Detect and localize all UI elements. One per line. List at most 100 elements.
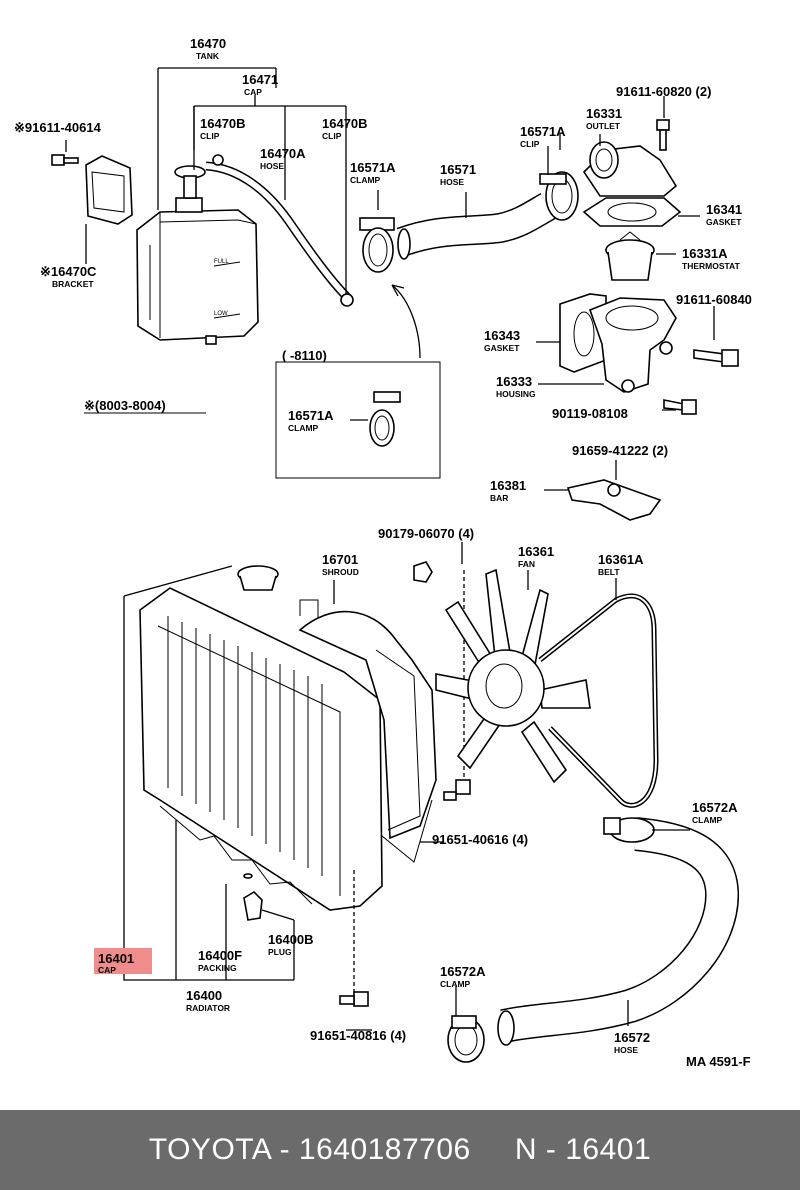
- label-packing-nm: PACKING: [198, 963, 237, 973]
- label-clip2-nm: CLIP: [322, 131, 342, 141]
- label-radiator-pn: 16400: [186, 988, 222, 1003]
- range-note: ( -8110): [282, 348, 327, 363]
- label-date-note: ※(8003-8004): [84, 398, 166, 413]
- upper-hose-clamp[interactable]: [359, 217, 395, 273]
- label-hose1-nm: HOSE: [260, 161, 284, 171]
- lower-hose[interactable]: [497, 817, 739, 1046]
- radiator[interactable]: [139, 587, 383, 911]
- label-bolt1-pn: ※91611-40614: [14, 120, 102, 135]
- label-packing-pn: 16400F: [198, 948, 242, 963]
- label-belt-pn: 16361A: [598, 552, 644, 567]
- inset-clamp[interactable]: [369, 391, 401, 447]
- label-bracket-pn: ※16470C: [40, 264, 97, 279]
- radiator-plug[interactable]: [243, 890, 263, 921]
- reserve-tank-cap[interactable]: [174, 165, 206, 199]
- label-gasket2-pn: 16343: [484, 328, 520, 343]
- label-bolt3-pn: 91611-60840: [676, 292, 752, 307]
- footer-bar: TOYOTA - 1640187706 N - 16401: [0, 1110, 800, 1190]
- label-clip1-nm: CLIP: [200, 131, 220, 141]
- label-fan-pn: 16361: [518, 544, 554, 559]
- highlight-box: [94, 948, 152, 974]
- lower-hose-clamp-upper[interactable]: [603, 817, 655, 843]
- fan-belt[interactable]: [538, 593, 659, 808]
- drawing-code: MA 4591-F: [686, 1054, 751, 1069]
- label-hose3-nm: HOSE: [614, 1045, 638, 1055]
- label-nut-pn: 90179-06070 (4): [378, 526, 474, 541]
- label-outlet-pn: 16331: [586, 106, 622, 121]
- radiator-shroud[interactable]: [298, 610, 437, 863]
- label-clamp1-pn: 16571A: [350, 160, 396, 175]
- label-clamp3-pn: 16572A: [692, 800, 738, 815]
- label-bolt2-pn: 91611-60820 (2): [616, 84, 711, 99]
- label-cap1-nm: CAP: [244, 87, 262, 97]
- label-plug-pn: 16400B: [268, 932, 314, 947]
- radiator-bolt[interactable]: [339, 991, 369, 1007]
- housing-bolt-upper[interactable]: [693, 349, 739, 367]
- thermostat-housing[interactable]: [588, 297, 677, 393]
- reserve-tank[interactable]: FULL LOW: [136, 197, 259, 345]
- label-bolt4-pn: 90119-08108: [552, 406, 628, 421]
- label-gasket2-nm: GASKET: [484, 343, 520, 353]
- label-clamp2-nm: CLAMP: [288, 423, 319, 433]
- inset-box: ( -8110): [275, 348, 441, 479]
- label-tank-pn: 16470: [190, 36, 226, 51]
- label-clip1-pn: 16470B: [200, 116, 246, 131]
- label-shroud-pn: 16701: [322, 552, 358, 567]
- label-fan-nm: FAN: [518, 559, 535, 569]
- radiator-cap[interactable]: [237, 565, 279, 591]
- label-outlet-nm: OUTLET: [586, 121, 621, 131]
- label-clamp2-pn: 16571A: [288, 408, 334, 423]
- label-shroud-nm: SHROUD: [322, 567, 359, 577]
- label-clamp4-pn: 16572A: [440, 964, 486, 979]
- label-housing-pn: 16333: [496, 374, 532, 389]
- outlet-clip[interactable]: [539, 171, 579, 221]
- label-cap1-pn: 16471: [242, 72, 278, 87]
- stay-bar[interactable]: [566, 479, 662, 521]
- label-hose2-pn: 16571: [440, 162, 476, 177]
- tank-bracket[interactable]: [85, 155, 133, 225]
- label-hose1-pn: 16470A: [260, 146, 306, 161]
- label-housing-nm: HOUSING: [496, 389, 536, 399]
- cooling-fan[interactable]: [435, 568, 591, 784]
- outlet-bolt[interactable]: [656, 119, 670, 151]
- label-hose2-nm: HOSE: [440, 177, 464, 187]
- label-cap2-nm: CAP: [98, 965, 116, 975]
- label-gasket1-pn: 16341: [706, 202, 742, 217]
- bracket-bolt[interactable]: [51, 154, 79, 166]
- label-gasket1-nm: GASKET: [706, 217, 742, 227]
- label-bolt6-pn: 91651-40616 (4): [432, 832, 528, 847]
- hose-clip-upper[interactable]: [212, 154, 224, 166]
- label-thermo-nm: THERMOSTAT: [682, 261, 741, 271]
- label-radiator-nm: RADIATOR: [186, 1003, 230, 1013]
- label-bracket-nm: BRACKET: [52, 279, 94, 289]
- label-tank-nm: TANK: [196, 51, 220, 61]
- parts-diagram: FULL LOW: [14, 36, 752, 1069]
- label-cap2-pn: 16401: [98, 951, 134, 966]
- label-clip2-pn: 16470B: [322, 116, 368, 131]
- hose-clip-lower[interactable]: [340, 293, 354, 307]
- footer-part-number: TOYOTA - 1640187706 N - 16401: [148, 1133, 652, 1166]
- shroud-nut[interactable]: [413, 561, 433, 583]
- label-bar-pn: 16381: [490, 478, 526, 493]
- label-bolt5-pn: 91659-41222 (2): [572, 443, 668, 458]
- packing[interactable]: [243, 873, 253, 879]
- outlet-gasket[interactable]: [582, 197, 682, 227]
- label-bar-nm: BAR: [490, 493, 508, 503]
- label-plug-nm: PLUG: [268, 947, 292, 957]
- tank-hose[interactable]: [205, 161, 352, 302]
- label-clamp3-nm: CLAMP: [692, 815, 723, 825]
- label-belt-nm: BELT: [598, 567, 620, 577]
- upper-hose[interactable]: [396, 192, 556, 260]
- tank-full-mark: FULL: [214, 259, 229, 265]
- thermostat[interactable]: [605, 231, 655, 281]
- label-clamp4-nm: CLAMP: [440, 979, 471, 989]
- label-clip3-pn: 16571A: [520, 124, 566, 139]
- label-hose3-pn: 16572: [614, 1030, 650, 1045]
- shroud-bolt[interactable]: [443, 779, 471, 801]
- lower-hose-clamp-lower[interactable]: [447, 1015, 485, 1063]
- label-clamp1-nm: CLAMP: [350, 175, 381, 185]
- housing-bolt-lower[interactable]: [663, 399, 697, 415]
- label-thermo-pn: 16331A: [682, 246, 728, 261]
- label-bolt7-pn: 91651-40816 (4): [310, 1028, 406, 1043]
- water-outlet[interactable]: [582, 141, 678, 197]
